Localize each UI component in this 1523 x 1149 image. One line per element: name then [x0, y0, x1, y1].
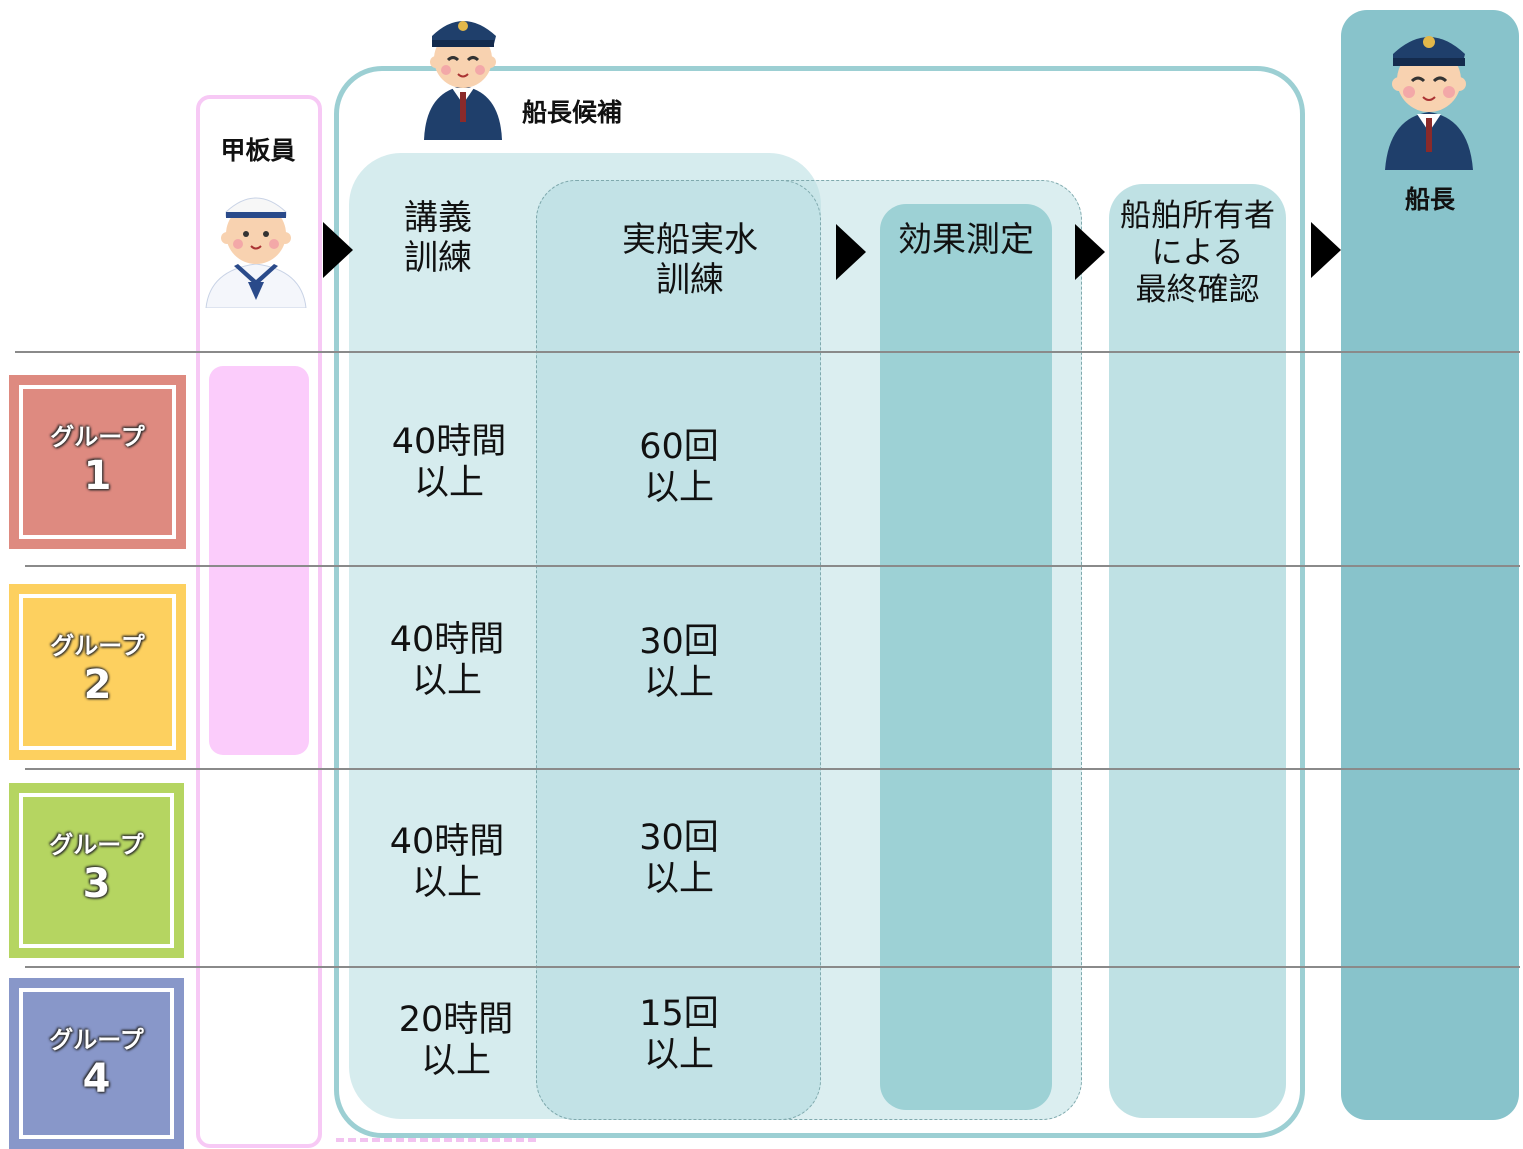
group-1-badge: グループ 1	[9, 375, 186, 549]
right-triangle-arrow-icon	[1075, 224, 1105, 280]
row-divider	[25, 966, 1520, 968]
group-2-lecture-hours: 40時間 以上	[389, 620, 505, 702]
right-triangle-arrow-icon	[836, 224, 866, 280]
right-triangle-arrow-icon	[323, 222, 353, 278]
deckhand-column-frame	[196, 95, 322, 1148]
group-4-badge: グループ 4	[9, 978, 184, 1149]
dashed-divider	[336, 1138, 536, 1142]
group-3-onboard-count: 30回 以上	[639, 818, 719, 900]
group-4-lecture-hours: 20時間 以上	[398, 1000, 514, 1082]
effect-measurement-column	[880, 204, 1052, 1110]
row-divider	[15, 351, 1520, 353]
owner-confirmation-header: 船舶所有者 による 最終確認	[1120, 198, 1275, 309]
row-divider	[25, 768, 1520, 770]
onboard-training-column	[536, 180, 821, 1120]
captain-candidate-icon	[424, 21, 502, 140]
deckhand-group1-2-bar	[209, 366, 309, 755]
captain-icon	[1385, 36, 1473, 170]
onboard-training-header: 実船実水 訓練	[622, 220, 758, 301]
lecture-training-header: 講義 訓練	[404, 198, 472, 279]
row-divider	[25, 565, 1520, 567]
group-4-onboard-count: 15回 以上	[639, 994, 719, 1076]
deckhand-header: 甲板員	[220, 136, 296, 165]
effect-measurement-header: 効果測定	[898, 220, 1034, 260]
group-1-lecture-hours: 40時間 以上	[391, 422, 507, 504]
group-2-onboard-count: 30回 以上	[639, 622, 719, 704]
captain-candidate-header: 船長候補	[521, 98, 622, 127]
group-1-onboard-count: 60回 以上	[639, 427, 719, 509]
deckhand-sailor-icon	[205, 197, 307, 308]
group-2-badge: グループ 2	[9, 584, 186, 760]
group-3-lecture-hours: 40時間 以上	[389, 822, 505, 904]
owner-confirmation-column	[1109, 184, 1286, 1118]
captain-header: 船長	[1404, 185, 1455, 214]
right-triangle-arrow-icon	[1311, 222, 1341, 278]
group-3-badge: グループ 3	[9, 783, 184, 958]
